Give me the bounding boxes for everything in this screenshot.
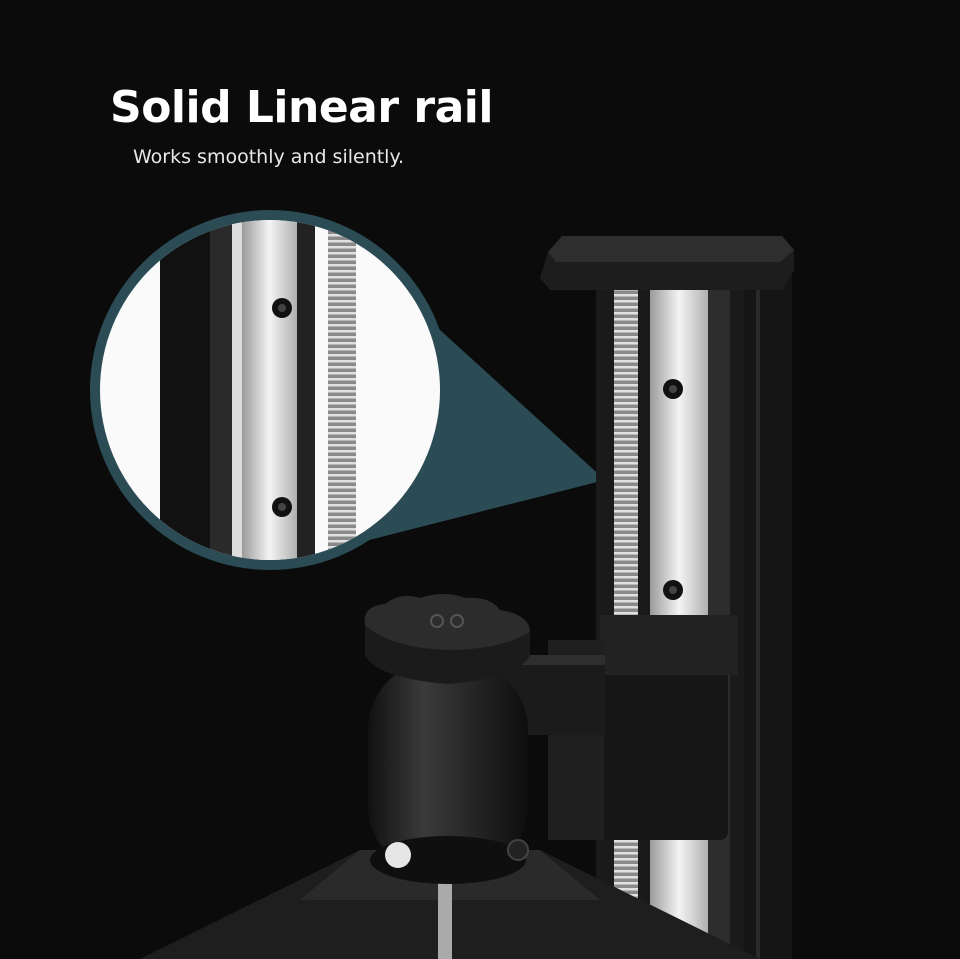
headline-subtitle: Works smoothly and silently. — [133, 146, 405, 168]
knob-logo-icon — [430, 614, 464, 628]
ball-joint-housing — [368, 660, 528, 875]
zoom-inset — [100, 220, 440, 560]
lead-screw — [614, 280, 638, 660]
linear-rail — [650, 280, 708, 620]
z-axis-column — [740, 265, 792, 959]
headline-title: Solid Linear rail — [110, 82, 493, 133]
